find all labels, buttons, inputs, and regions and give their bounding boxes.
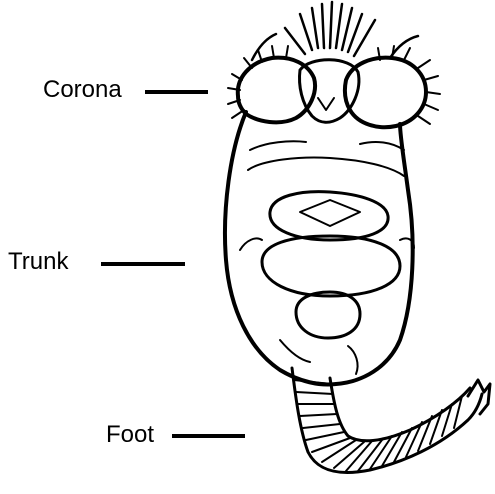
foot-toes bbox=[468, 380, 490, 414]
trunk-outline bbox=[225, 112, 413, 384]
rotifer-body-drawing bbox=[225, 2, 490, 473]
stomach bbox=[262, 236, 400, 296]
mastax bbox=[270, 192, 388, 240]
foot-segments bbox=[294, 380, 462, 471]
intestine bbox=[296, 292, 360, 338]
foot-outline-bottom bbox=[330, 378, 470, 441]
